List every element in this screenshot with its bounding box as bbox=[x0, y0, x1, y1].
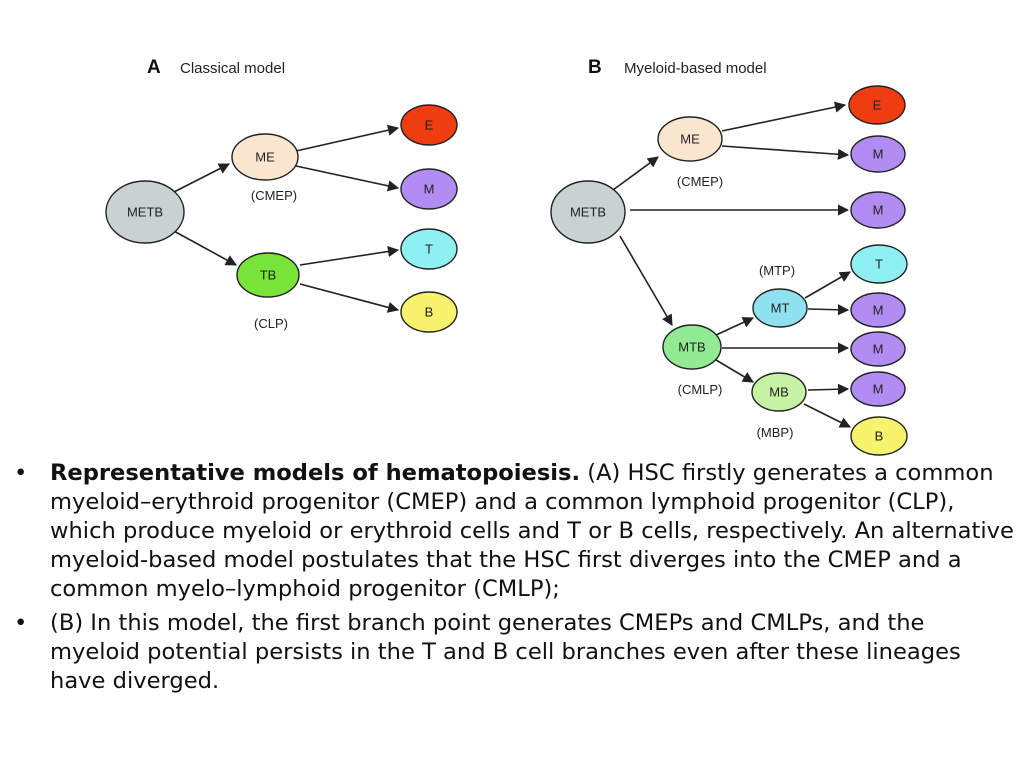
node-b-m-1: M bbox=[850, 135, 906, 173]
node-a-tb-sublabel: (CLP) bbox=[254, 316, 288, 331]
edge-a-me-e bbox=[295, 124, 400, 152]
node-b-m-4-shape bbox=[850, 331, 906, 367]
node-b-mtb-shape bbox=[662, 324, 722, 370]
edge-b-mt-t bbox=[804, 271, 851, 299]
node-b-e: E bbox=[848, 85, 906, 125]
node-b-e-label: E bbox=[873, 98, 882, 113]
node-b-t: T bbox=[850, 244, 908, 284]
panel-a-title: Classical model bbox=[180, 60, 285, 77]
node-b-metb: METB bbox=[550, 180, 626, 244]
node-a-metb-shape bbox=[105, 180, 185, 244]
caption-bullets: • Representative models of hematopoiesis… bbox=[8, 459, 1018, 701]
node-b-m-4: M bbox=[850, 331, 906, 367]
node-b-metb-label: METB bbox=[570, 205, 606, 220]
edge-b-me-m bbox=[721, 145, 850, 160]
node-b-b-label: B bbox=[875, 429, 884, 444]
node-b-m-5-label: M bbox=[873, 382, 884, 397]
node-b-m-5: M bbox=[850, 371, 906, 407]
node-b-me-sublabel: (CMEP) bbox=[677, 174, 723, 189]
edge-b-me-e bbox=[721, 101, 847, 132]
node-b-mt-label: MT bbox=[771, 301, 790, 316]
node-b-b: B bbox=[850, 416, 908, 456]
node-a-me: ME (CMEP) bbox=[231, 133, 299, 203]
edge-a-me-m bbox=[295, 165, 400, 192]
node-b-t-label: T bbox=[875, 257, 883, 272]
node-b-m-3: M bbox=[850, 292, 906, 328]
node-a-b-label: B bbox=[425, 305, 434, 320]
panel-a: A Classical model METB ME (CMEP) TB (CLP… bbox=[105, 57, 458, 333]
node-b-mb-label: MB bbox=[769, 385, 789, 400]
node-b-mb-shape bbox=[751, 372, 807, 412]
bullet-item-1: • Representative models of hematopoiesis… bbox=[8, 459, 1018, 604]
node-b-metb-shape bbox=[550, 180, 626, 244]
node-a-tb-shape bbox=[236, 252, 300, 298]
edge-b-metb-mtb bbox=[619, 235, 673, 326]
node-a-t: T bbox=[400, 228, 458, 270]
node-b-mb: MB (MBP) bbox=[751, 372, 807, 440]
edge-b-metb-me bbox=[612, 156, 659, 191]
node-b-m-2-label: M bbox=[873, 203, 884, 218]
caption-body-1: (A) HSC firstly generates a common myelo… bbox=[50, 460, 1014, 602]
caption-lead: Representative models of hematopoiesis. bbox=[50, 460, 581, 486]
node-b-m-1-shape bbox=[850, 135, 906, 173]
panel-a-edges bbox=[171, 124, 400, 313]
node-b-mb-sublabel: (MBP) bbox=[757, 425, 794, 440]
edge-b-mtb-mb bbox=[715, 359, 754, 383]
hematopoiesis-diagram: A Classical model METB ME (CMEP) TB (CLP… bbox=[105, 57, 908, 456]
node-b-m-5-shape bbox=[850, 371, 906, 407]
node-a-me-shape bbox=[231, 133, 299, 181]
node-a-m-label: M bbox=[424, 182, 435, 197]
bullet-item-2: • (B) In this model, the first branch po… bbox=[8, 609, 1018, 696]
node-a-m-shape bbox=[400, 168, 458, 210]
node-b-m-3-shape bbox=[850, 292, 906, 328]
node-b-mt-shape bbox=[752, 288, 808, 328]
panel-a-letter: A bbox=[147, 57, 161, 78]
node-a-tb-label: TB bbox=[260, 268, 277, 283]
edge-b-mb-b bbox=[803, 403, 852, 428]
node-b-mt-sublabel: (MTP) bbox=[759, 263, 795, 278]
node-a-e-label: E bbox=[425, 118, 434, 133]
node-b-e-shape bbox=[848, 85, 906, 125]
bullet-marker: • bbox=[14, 460, 28, 486]
edge-b-mtb-mt bbox=[715, 317, 755, 336]
node-b-mtb-label: MTB bbox=[678, 340, 705, 355]
edge-a-tb-t bbox=[299, 245, 400, 266]
node-a-m: M bbox=[400, 168, 458, 210]
node-b-me: ME (CMEP) bbox=[657, 116, 723, 189]
node-a-e-shape bbox=[400, 104, 458, 146]
panel-b-letter: B bbox=[588, 57, 602, 78]
node-a-me-sublabel: (CMEP) bbox=[251, 188, 297, 203]
edge-a-metb-tb bbox=[171, 229, 237, 266]
caption-body-2: (B) In this model, the first branch poin… bbox=[50, 610, 961, 694]
edge-a-metb-me bbox=[171, 163, 230, 194]
node-a-e: E bbox=[400, 104, 458, 146]
node-a-b-shape bbox=[400, 291, 458, 333]
node-a-tb: TB (CLP) bbox=[236, 252, 300, 331]
node-b-m-3-label: M bbox=[873, 303, 884, 318]
node-b-b-shape bbox=[850, 416, 908, 456]
node-b-me-shape bbox=[657, 116, 723, 162]
node-a-t-shape bbox=[400, 228, 458, 270]
node-b-t-shape bbox=[850, 244, 908, 284]
panel-b: B Myeloid-based model METB ME (CMEP) bbox=[550, 57, 908, 456]
node-a-b: B bbox=[400, 291, 458, 333]
node-a-t-label: T bbox=[425, 242, 433, 257]
node-a-metb-label: METB bbox=[127, 205, 163, 220]
node-a-me-label: ME bbox=[255, 150, 275, 165]
edge-b-mb-m bbox=[807, 383, 850, 395]
node-b-m-1-label: M bbox=[873, 147, 884, 162]
node-b-mtb-sublabel: (CMLP) bbox=[678, 382, 723, 397]
node-b-mtb: MTB (CMLP) bbox=[662, 324, 723, 397]
edge-b-mt-m bbox=[807, 304, 850, 316]
panel-b-title: Myeloid-based model bbox=[624, 60, 767, 77]
edge-a-tb-b bbox=[299, 283, 400, 313]
bullet-marker: • bbox=[14, 610, 28, 636]
node-b-me-label: ME bbox=[680, 132, 700, 147]
node-b-m-2-shape bbox=[850, 191, 906, 229]
node-b-mt: MT (MTP) bbox=[752, 263, 808, 328]
node-a-metb: METB bbox=[105, 180, 185, 244]
node-b-m-2: M bbox=[850, 191, 906, 229]
panel-b-edges bbox=[612, 101, 852, 428]
node-b-m-4-label: M bbox=[873, 342, 884, 357]
